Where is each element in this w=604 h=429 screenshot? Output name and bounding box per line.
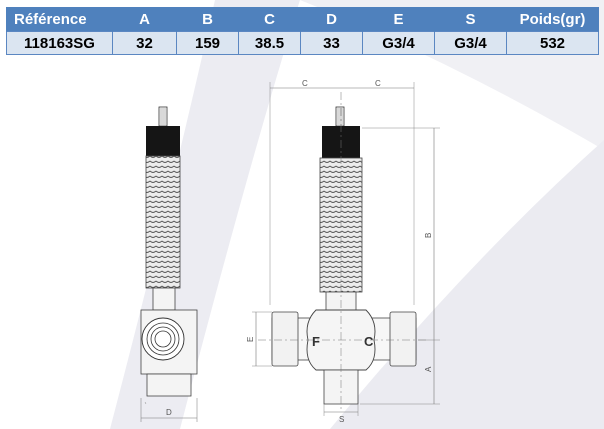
cell-c: 38.5 (238, 31, 301, 55)
header-d: D (300, 7, 363, 32)
cell-d: 33 (300, 31, 363, 55)
cell-weight: 532 (506, 31, 599, 55)
cell-a: 32 (112, 31, 177, 55)
cell-reference: 118163SG (6, 31, 113, 55)
header-weight: Poids(gr) (506, 7, 599, 32)
dimension-label-b: B (424, 233, 433, 238)
dimension-label-c-right: C (375, 79, 381, 88)
header-b: B (176, 7, 239, 32)
header-reference: Référence (6, 7, 113, 32)
dimension-label-a: A (424, 366, 433, 372)
header-c: C (238, 7, 301, 32)
spec-table: Référence A B C D E S Poids(gr) 118163SG… (6, 7, 599, 55)
dimension-label-c-left: C (302, 79, 308, 88)
header-e: E (362, 7, 435, 32)
dimension-label-e: E (246, 337, 255, 342)
side-view (140, 106, 198, 422)
table-row: 118163SG 32 159 38.5 33 G3/4 G3/4 532 (6, 31, 599, 55)
body-mark-c: C (364, 334, 374, 349)
front-view (252, 82, 440, 416)
dimension-label-s: S (339, 415, 344, 424)
cell-e: G3/4 (362, 31, 435, 55)
cell-b: 159 (176, 31, 239, 55)
dimension-label-d: D (166, 408, 172, 417)
cell-s: G3/4 (434, 31, 507, 55)
header-s: S (434, 7, 507, 32)
header-a: A (112, 7, 177, 32)
table-header-row: Référence A B C D E S Poids(gr) (6, 7, 599, 32)
body-mark-f: F (312, 334, 320, 349)
